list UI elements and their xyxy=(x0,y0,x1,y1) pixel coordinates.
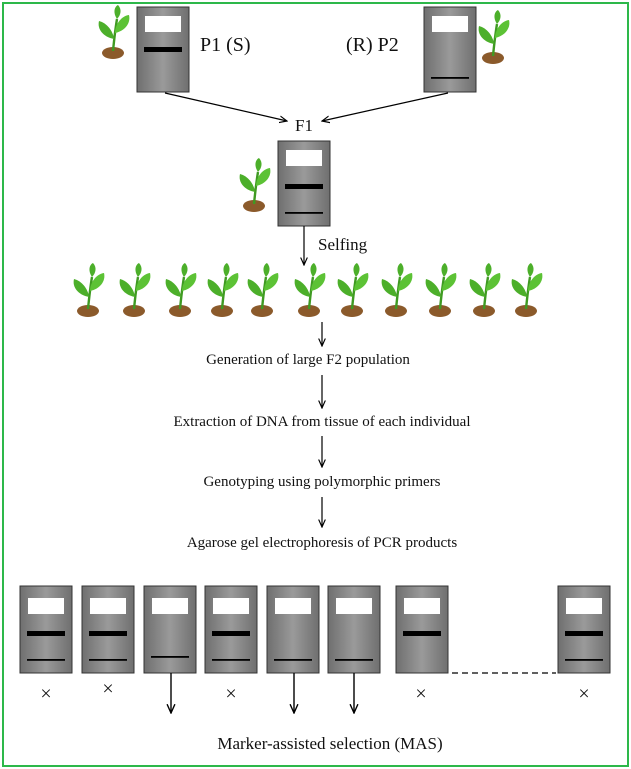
plant-icon xyxy=(424,261,458,319)
gel-band-thick xyxy=(403,631,441,636)
step-label-3: Agarose gel electrophoresis of PCR produ… xyxy=(187,535,458,551)
plant-icon-p1 xyxy=(97,3,131,61)
gel-f2-5 xyxy=(266,585,320,674)
p2-label: (R) P2 xyxy=(346,34,399,56)
gel-f2-7 xyxy=(395,585,449,674)
gel-f2-1 xyxy=(19,585,73,674)
gel-band-thin xyxy=(274,659,312,661)
plant-icon xyxy=(118,261,152,319)
p1-label: P1 (S) xyxy=(200,34,251,56)
f2-plant-row xyxy=(72,261,544,319)
gel-f1 xyxy=(277,140,331,227)
gel-band-thick xyxy=(212,631,250,636)
gel-well xyxy=(90,598,126,614)
step-label-0: Generation of large F2 population xyxy=(206,352,410,368)
gel-well xyxy=(152,598,188,614)
gel-band-thin xyxy=(335,659,373,661)
plant-icon xyxy=(336,261,370,319)
gel-well xyxy=(432,16,468,32)
gel-band-thick xyxy=(565,631,603,636)
mas-label: Marker-assisted selection (MAS) xyxy=(217,734,442,753)
gel-f2-4 xyxy=(204,585,258,674)
reject-mark: × xyxy=(225,683,236,705)
gel-well xyxy=(28,598,64,614)
gel-f2-n xyxy=(557,585,611,674)
cross-arrow-right xyxy=(322,92,449,121)
gel-band-thin xyxy=(151,656,189,658)
plant-icon xyxy=(468,261,502,319)
step-label-2: Genotyping using polymorphic primers xyxy=(203,474,440,490)
plant-icon-f1 xyxy=(238,156,272,214)
plant-icon xyxy=(380,261,414,319)
gel-band-thick xyxy=(89,631,127,636)
gel-p2 xyxy=(423,6,477,93)
gel-well xyxy=(275,598,311,614)
cross-arrow-left xyxy=(164,92,287,121)
plant-icon xyxy=(510,261,544,319)
reject-mark: × xyxy=(40,683,51,705)
plant-icon xyxy=(246,261,280,319)
gel-band-thick xyxy=(144,47,182,52)
gel-band-thick xyxy=(285,184,323,189)
gel-p1 xyxy=(136,6,190,93)
plant-icon xyxy=(293,261,327,319)
gel-well xyxy=(336,598,372,614)
plant-icon xyxy=(206,261,240,319)
f1-label: F1 xyxy=(295,116,313,135)
gel-band-thick xyxy=(27,631,65,636)
gel-f2-6 xyxy=(327,585,381,674)
gel-band-thin xyxy=(89,659,127,661)
gel-f2-3 xyxy=(143,585,197,674)
gel-well xyxy=(566,598,602,614)
plant-icon xyxy=(164,261,198,319)
reject-mark: × xyxy=(415,683,426,705)
gel-well xyxy=(145,16,181,32)
gel-band-thin xyxy=(27,659,65,661)
gel-band-thin xyxy=(285,212,323,214)
reject-mark: × xyxy=(578,683,589,705)
reject-mark: × xyxy=(102,678,113,700)
gel-well xyxy=(286,150,322,166)
gel-f2-2 xyxy=(81,585,135,674)
step-label-1: Extraction of DNA from tissue of each in… xyxy=(173,414,470,430)
plant-icon xyxy=(72,261,106,319)
gel-band-thin xyxy=(431,77,469,79)
plant-icon-p2 xyxy=(477,8,511,66)
gel-band-thin xyxy=(565,659,603,661)
gel-band-thin xyxy=(212,659,250,661)
gel-well xyxy=(404,598,440,614)
selfing-label: Selfing xyxy=(318,235,368,254)
gel-well xyxy=(213,598,249,614)
